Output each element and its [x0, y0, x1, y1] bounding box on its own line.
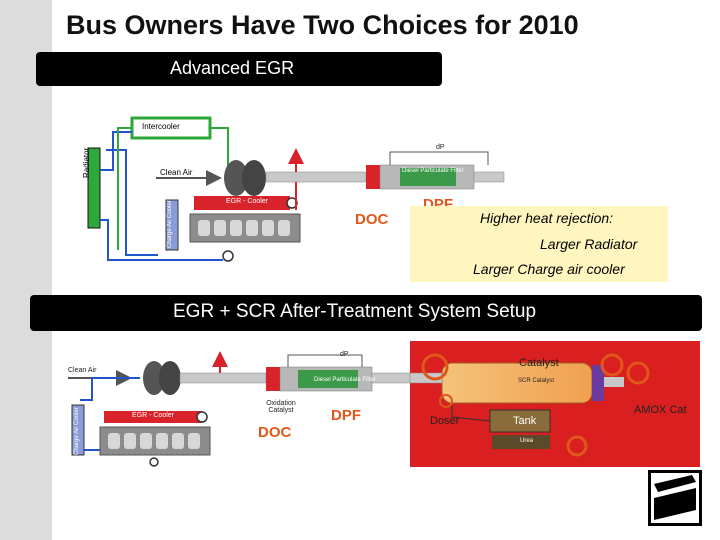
doser-line: [451, 403, 491, 422]
charge-air-cooler-label-2: Charge Air Cooler: [74, 407, 80, 455]
dp-sensor-line: [389, 151, 489, 165]
egr-scr-banner: EGR + SCR After-Treatment System Setup: [30, 295, 702, 331]
tank-label: Tank: [513, 415, 537, 427]
turbo-turbine-2: [159, 361, 181, 395]
tailpipe: [473, 171, 505, 183]
catalyst-label: Catalyst: [519, 357, 559, 369]
dpf-label-2: DPF: [331, 407, 361, 424]
amox-label: AMOX Cat: [634, 404, 687, 416]
exhaust-pipe: [265, 171, 367, 183]
advanced-egr-banner: Advanced EGR: [36, 52, 442, 86]
dp-label: dP: [436, 144, 445, 151]
egr-valve-2: [196, 411, 208, 423]
turbo-compressor: [224, 160, 248, 196]
egr-scr-diagram: [68, 351, 650, 467]
dpf-unit-label: Diesel Particulate Filter: [402, 168, 464, 174]
exhaust-pipe-2: [179, 372, 267, 384]
clean-air-label-2: Clean Air: [68, 367, 97, 374]
doc-label: DOC: [355, 211, 389, 228]
charge-air-line-2: [117, 127, 132, 250]
dpf-filter-2: [298, 370, 358, 388]
heat-rejection-callout: Higher heat rejection: Larger Radiator L…: [410, 206, 668, 282]
egr-cooler-2: [104, 411, 202, 423]
slide-title: Bus Owners Have Two Choices for 2010: [66, 10, 579, 40]
urea-label: Urea: [520, 438, 534, 444]
scr-catalyst-label: SCR Catalyst: [518, 378, 555, 384]
callout-line-1: Higher heat rejection:: [480, 210, 614, 226]
egr-cooler-label-2: EGR - Cooler: [132, 412, 175, 419]
turbo-turbine: [242, 160, 266, 196]
intake-valve-2: [149, 457, 159, 467]
callout-line-2: Larger Radiator: [540, 236, 638, 252]
sensor-highlight-1: [600, 353, 624, 377]
charge-air-cooler-2: [71, 404, 85, 456]
advanced-egr-banner-label: Advanced EGR: [170, 58, 295, 78]
left-margin-bar: [0, 0, 52, 540]
scr-tailpipe: [604, 377, 624, 387]
nozzle-highlight: [439, 394, 453, 408]
dp-label-2: dP: [340, 351, 349, 358]
egr-scr-banner-label: EGR + SCR After-Treatment System Setup: [173, 301, 537, 322]
oxidation-catalyst-label: Oxidation Catalyst: [266, 400, 296, 414]
coolant-line-2: [106, 149, 158, 256]
egr-cooler-label: EGR - Cooler: [226, 198, 269, 205]
radiator-label: Radiator: [82, 147, 91, 178]
dp-sensor-line-2: [287, 354, 363, 367]
charge-air-cooler: [165, 199, 179, 251]
scr-catalyst: [441, 362, 593, 404]
callout-line-3: Larger Charge air cooler: [473, 261, 625, 277]
egr-cooler: [194, 196, 290, 210]
intercooler-label: Intercooler: [142, 122, 180, 131]
radiator-core: [87, 147, 101, 229]
intake-valve: [222, 250, 234, 262]
urea-box: [492, 435, 550, 449]
coolant-line-3: [80, 377, 140, 401]
scr-panel: [410, 341, 700, 467]
clean-air-label: Clean Air: [160, 168, 193, 177]
cummins-logo: [648, 470, 702, 526]
dpf-unit-label-2: Diesel Particulate Filter: [314, 377, 376, 383]
doser-highlight: [421, 353, 449, 381]
connector-pipe: [371, 372, 411, 384]
turbo-compressor-2: [143, 361, 165, 395]
dpf-filter: [400, 168, 456, 186]
doc-label-2: DOC: [258, 424, 292, 441]
doc-unit: [366, 165, 380, 189]
coolant-return-line: [100, 219, 223, 261]
urea-highlight: [566, 435, 588, 457]
advanced-egr-diagram: [87, 116, 505, 262]
charge-air-cooler-label: Charge Air Cooler: [167, 200, 173, 248]
doc-unit-2: [266, 367, 280, 391]
amox-catalyst: [592, 365, 604, 401]
doser-label: Doser: [430, 415, 460, 427]
sensor-highlight-2: [626, 361, 650, 385]
